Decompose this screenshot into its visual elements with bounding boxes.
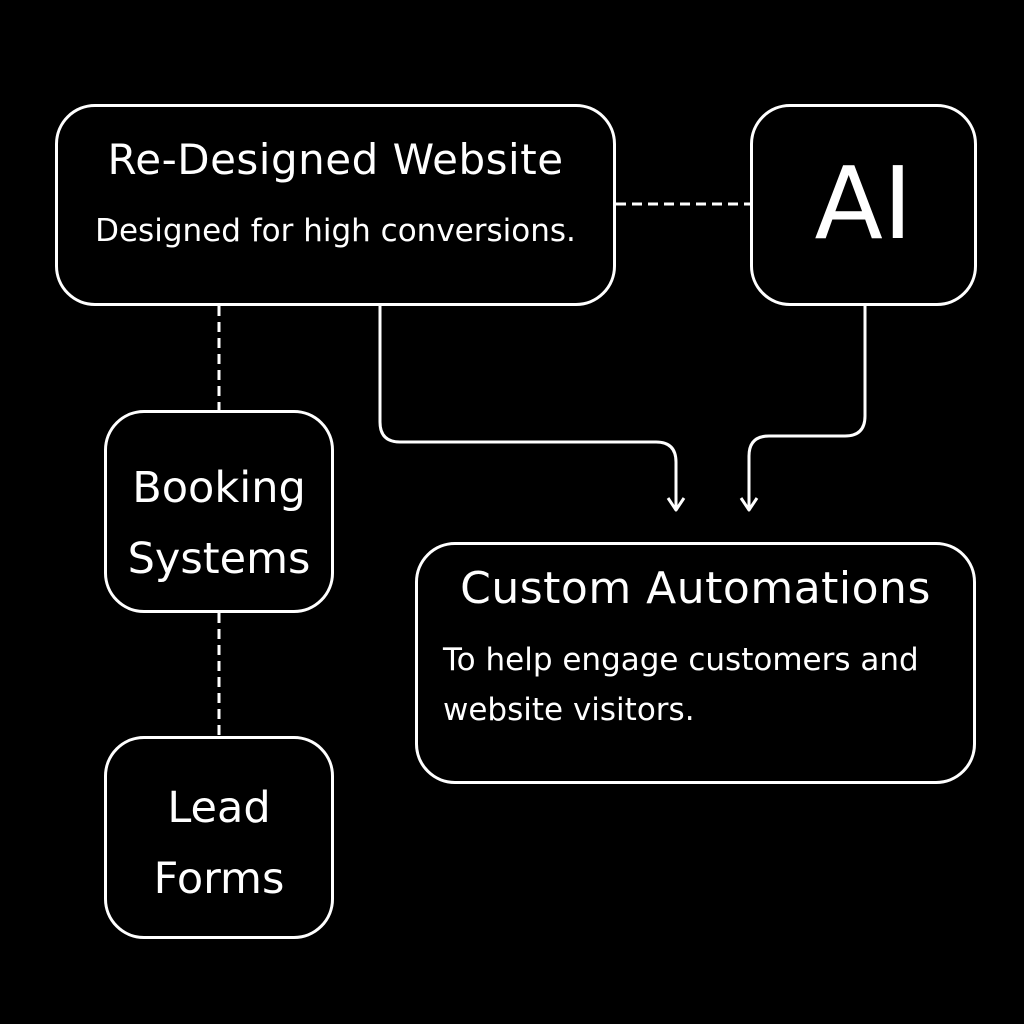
custom-automations-node-description: To help engage customers and website vis… xyxy=(443,642,919,728)
custom-automations-node-title: Custom Automations xyxy=(460,563,931,614)
booking-systems-node: Booking Systems xyxy=(104,410,334,613)
lead-forms-node: Lead Forms xyxy=(104,736,334,939)
ai-node-title: AI xyxy=(814,145,913,262)
booking-systems-node-title: Booking Systems xyxy=(127,463,311,584)
website-node: Re-Designed Website Designed for high co… xyxy=(55,104,616,306)
website-node-title: Re-Designed Website xyxy=(107,135,564,184)
ai-node: AI xyxy=(750,104,977,306)
website-node-description: Designed for high conversions. xyxy=(95,213,576,249)
lead-forms-node-title: Lead Forms xyxy=(153,783,285,904)
custom-automations-node: Custom Automations To help engage custom… xyxy=(415,542,976,784)
arrow-ai-to-automations xyxy=(747,306,867,508)
arrowhead-website-to-automations xyxy=(666,497,686,512)
arrow-website-to-automations xyxy=(378,306,678,508)
arrowhead-ai-to-automations xyxy=(739,497,759,512)
